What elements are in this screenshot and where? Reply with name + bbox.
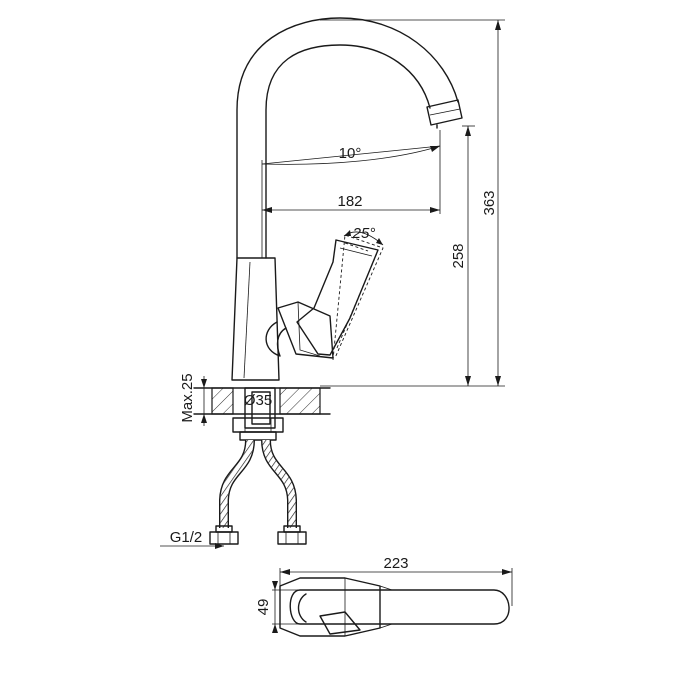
label-handle-angle: 25° [352, 225, 376, 242]
spout-outer [236, 17, 459, 259]
dimension-labels: 363 258 10° 182 25° Max.25 Ø35 G1/2 [170, 145, 498, 546]
body-cutout [265, 321, 287, 357]
label-spout-height: 258 [450, 243, 467, 268]
label-base-diameter: Ø35 [244, 392, 272, 409]
label-thread: G1/2 [170, 529, 203, 546]
label-total-height: 363 [481, 190, 498, 215]
lever-joint [277, 301, 334, 359]
lever-open-position [332, 234, 384, 361]
faucet-top-view [279, 577, 510, 637]
label-max-thickness: Max.25 [179, 373, 196, 422]
top-view-spout [289, 589, 510, 625]
hose-fitting-right [277, 525, 307, 545]
top-view-body [279, 577, 381, 637]
lever-handle [296, 239, 379, 356]
spout-aerator [426, 99, 463, 126]
faucet-body [231, 257, 280, 381]
label-top-width: 49 [255, 599, 272, 616]
faucet-side-view [193, 17, 463, 545]
top-view-dimensions: 223 49 [255, 555, 513, 633]
label-top-length: 223 [383, 555, 408, 572]
label-spout-reach: 182 [337, 193, 362, 210]
dimension-lines [160, 19, 505, 549]
spout-angle-line [261, 145, 441, 165]
hose-fitting-left [209, 525, 239, 545]
label-spout-angle: 10° [339, 145, 362, 162]
countertop-section [211, 387, 234, 415]
spout-inner [265, 44, 431, 259]
mounting-shank [244, 387, 276, 429]
